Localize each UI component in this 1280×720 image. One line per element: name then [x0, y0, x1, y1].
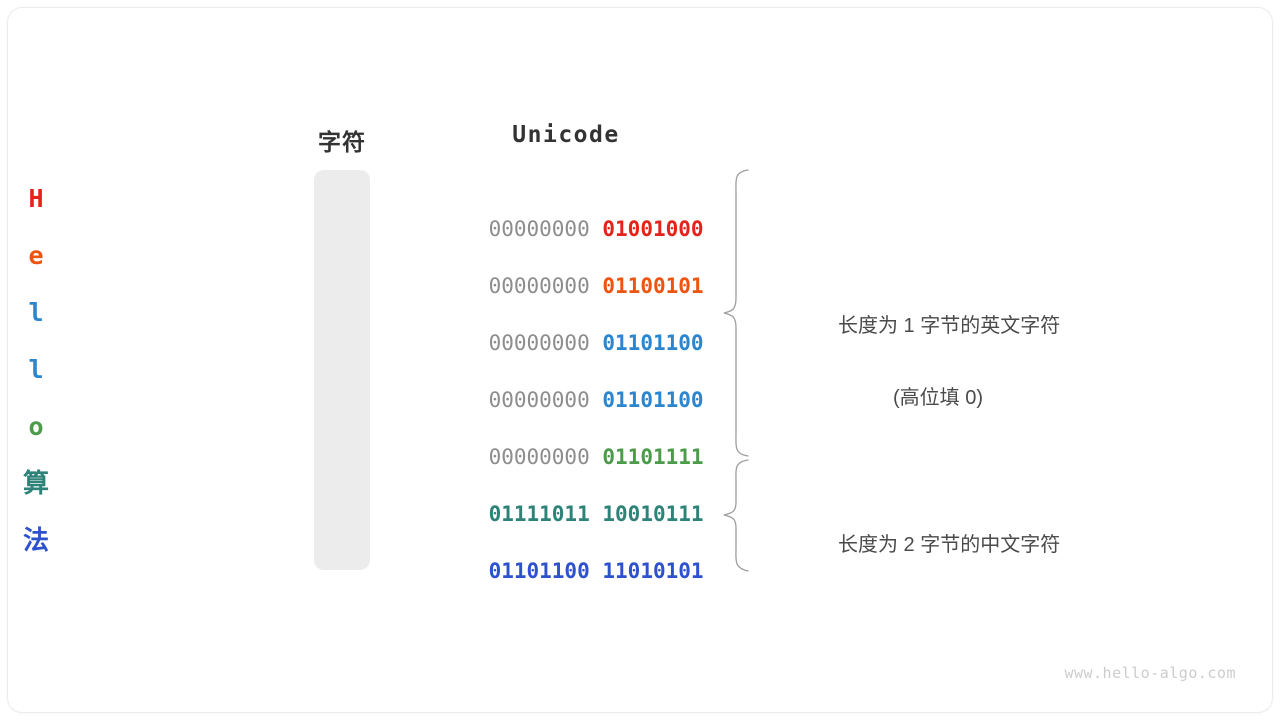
low-byte: 10010111 [602, 502, 704, 526]
character-cell: H [28, 184, 44, 213]
annotation-two-byte: 长度为 2 字节的中文字符 [778, 491, 1098, 599]
unicode-binary-row: 00000000 01101111 [438, 412, 704, 469]
column-header-unicode: Unicode [512, 122, 620, 148]
unicode-binary-row: 00000000 01101100 [438, 298, 704, 355]
high-byte: 00000000 [488, 445, 590, 469]
character-cell: 算 [22, 469, 49, 499]
low-byte: 01100101 [602, 274, 704, 298]
character-cell: 法 [22, 526, 49, 556]
annotation-line-1: 长度为 1 字节的英文字符 [837, 315, 1061, 337]
annotation-line-1: 长度为 2 字节的中文字符 [837, 534, 1061, 556]
high-byte: 00000000 [488, 217, 590, 241]
brace-two-byte-group [723, 459, 749, 572]
brace-one-byte-group [723, 169, 749, 457]
high-byte: 00000000 [488, 388, 590, 412]
unicode-binary-row: 01101100 11010101 [438, 526, 704, 583]
high-byte: 01111011 [488, 502, 590, 526]
annotation-one-byte: 长度为 1 字节的英文字符 (高位填 0) [778, 272, 1098, 488]
unicode-binary-row: 00000000 01001000 [438, 184, 704, 241]
character-column-background [314, 170, 370, 570]
high-byte: 00000000 [488, 331, 590, 355]
character-cell: l [28, 355, 44, 384]
unicode-binary-row: 01111011 10010111 [438, 469, 704, 526]
low-byte: 01101100 [602, 331, 704, 355]
high-byte: 01101100 [488, 559, 590, 583]
high-byte: 00000000 [488, 274, 590, 298]
character-cell: o [28, 412, 44, 441]
diagram-card: 字符 Unicode H e l l o 算 法 00000000 010010… [8, 8, 1272, 712]
character-cell: l [28, 298, 44, 327]
low-byte: 01101111 [602, 445, 704, 469]
low-byte: 11010101 [602, 559, 704, 583]
watermark: www.hello-algo.com [1064, 664, 1236, 682]
annotation-line-2: (高位填 0) [893, 387, 983, 409]
character-cell: e [28, 241, 44, 270]
unicode-binary-row: 00000000 01100101 [438, 241, 704, 298]
low-byte: 01101100 [602, 388, 704, 412]
column-header-character: 字符 [318, 129, 366, 155]
low-byte: 01001000 [602, 217, 704, 241]
unicode-binary-row: 00000000 01101100 [438, 355, 704, 412]
